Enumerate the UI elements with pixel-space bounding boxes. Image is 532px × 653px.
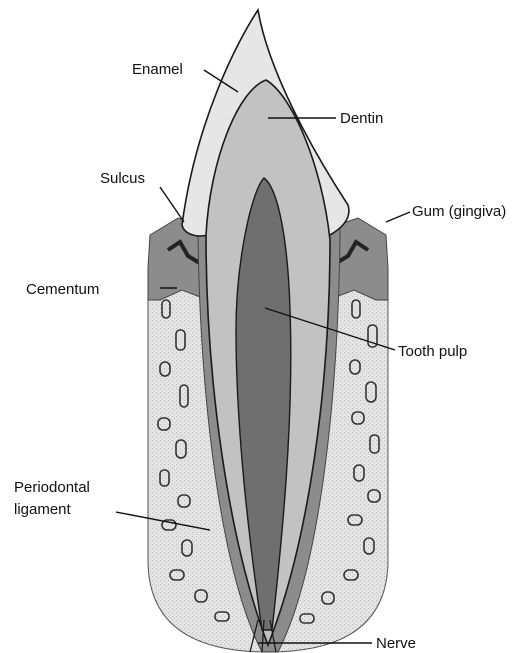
label-nerve: Nerve bbox=[376, 635, 416, 652]
label-enamel: Enamel bbox=[132, 61, 183, 78]
label-tooth-pulp: Tooth pulp bbox=[398, 343, 467, 360]
label-dentin: Dentin bbox=[340, 110, 383, 127]
label-sulcus: Sulcus bbox=[100, 170, 145, 187]
label-ligament: ligament bbox=[14, 501, 72, 518]
label-periodontal: Periodontal bbox=[14, 479, 90, 496]
label-cementum: Cementum bbox=[26, 281, 99, 298]
sulcus-leader bbox=[160, 187, 184, 222]
label-gum: Gum (gingiva) bbox=[412, 203, 506, 220]
gum-leader bbox=[386, 212, 410, 222]
